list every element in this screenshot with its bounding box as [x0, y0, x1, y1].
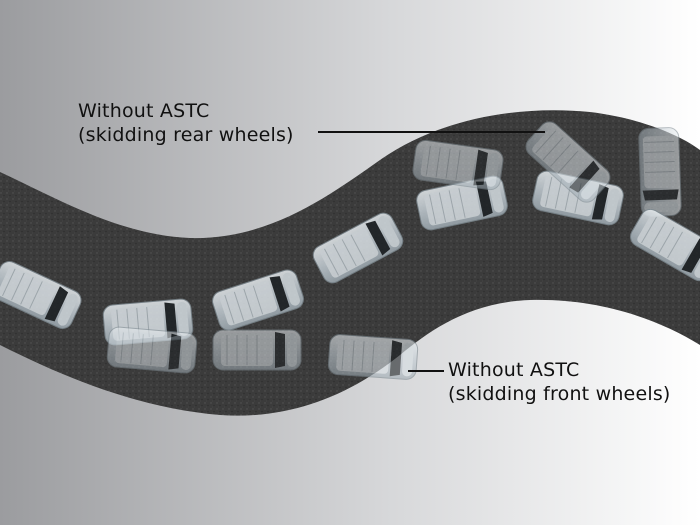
- car-lower-2: [212, 329, 302, 371]
- label-skidding-rear-wheels: Without ASTC (skidding rear wheels): [78, 99, 294, 147]
- car-upper-9: [637, 126, 683, 218]
- car-lower-3: [327, 333, 419, 381]
- label-skidding-front-wheels: Without ASTC (skidding front wheels): [448, 358, 671, 406]
- car-lower-1: [105, 325, 199, 375]
- label-rear-line1: Without ASTC: [78, 100, 210, 122]
- label-front-line1: Without ASTC: [448, 359, 580, 381]
- label-rear-line2: (skidding rear wheels): [78, 124, 294, 146]
- label-front-line2: (skidding front wheels): [448, 383, 671, 405]
